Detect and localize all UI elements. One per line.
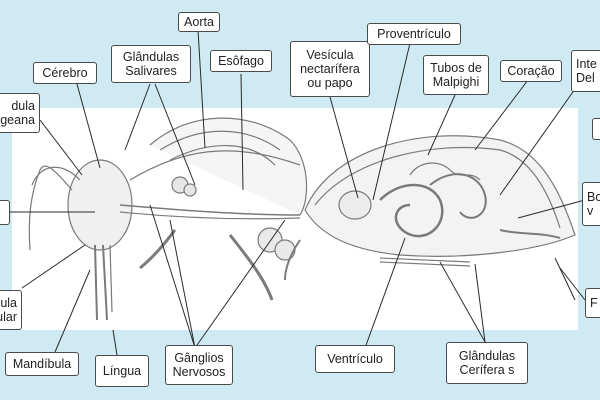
label-glandulas-salivares: Glândulas Salivares	[111, 45, 191, 83]
label-proventriculo: Proventrículo	[367, 23, 461, 45]
label-ventriculo: Ventrículo	[315, 345, 395, 373]
label-glandula-hipofaringeana-partial: dula ngeana	[0, 93, 40, 133]
label-glandula-mandibular-partial: ula ular	[0, 290, 22, 330]
label-aorta: Aorta	[178, 12, 220, 32]
label-cerebro: Cérebro	[33, 62, 97, 84]
label-esofago: Esôfago	[210, 50, 272, 72]
bee-body-drawing	[28, 117, 576, 321]
leader-lines	[10, 29, 586, 356]
label-intestino-partial: Inte Del	[571, 50, 600, 92]
label-tubos-malpighi: Tubos de Malpighi	[423, 55, 489, 95]
label-bolsa-partial: Bo v	[582, 182, 600, 226]
label-mandibula: Mandíbula	[5, 352, 79, 376]
label-ganglios-nervosos: Gânglios Nervosos	[165, 345, 233, 385]
label-coracao: Coração	[500, 60, 562, 82]
label-left-mid-partial	[0, 200, 10, 225]
label-vesicula-nectarifera: Vesícula nectarífera ou papo	[290, 41, 370, 97]
label-right-bottom-partial: F	[585, 288, 600, 318]
label-lingua: Língua	[95, 355, 149, 387]
label-glandulas-ceriferas: Glândulas Cerífera s	[446, 342, 528, 384]
label-right-top-partial	[592, 118, 600, 140]
